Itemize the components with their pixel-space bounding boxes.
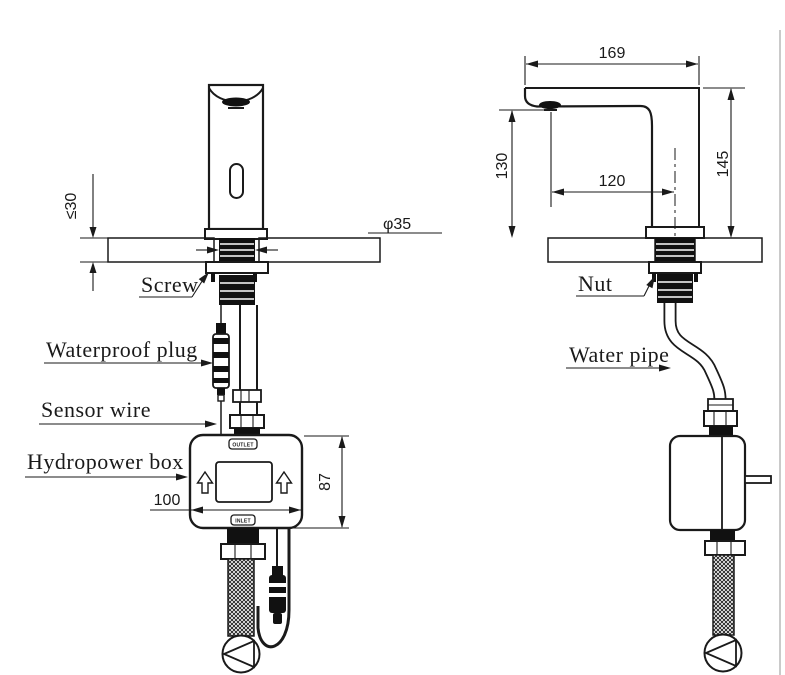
inlet-tag: INLET (235, 519, 250, 525)
sensor-window (229, 163, 244, 199)
mounting-hardware-front (205, 261, 269, 305)
hydropower-box-side (668, 434, 772, 532)
braided-hose-front (227, 558, 255, 637)
dim-hole-diameter: φ35 (368, 216, 442, 234)
hose-hex-nut-front (220, 543, 266, 560)
front-view: OUTLET INLET (25, 83, 442, 674)
svg-text:Screw: Screw (141, 272, 198, 297)
box-window (215, 461, 273, 503)
outlet-tag: OUTLET (232, 443, 253, 449)
box-handle (744, 475, 772, 484)
dim-text-spout-reach: 120 (599, 173, 626, 190)
dim-spout-length: 169 (524, 45, 700, 85)
dim-spout-reach: 120 (550, 112, 674, 207)
water-pipe-front (229, 305, 265, 436)
inlet-hose-front (220, 528, 266, 674)
inlet-hose-side (703, 530, 746, 673)
dim-text-overall-height: 145 (715, 151, 732, 178)
svg-text:Sensor wire: Sensor wire (41, 397, 151, 422)
dim-box-width: 100 (150, 492, 301, 514)
faucet-front (204, 83, 268, 240)
pipe-hex-nut-front (229, 414, 265, 429)
hydropower-box-front: OUTLET INLET (188, 433, 304, 530)
dim-text-counter-thickness: ≤30 (63, 193, 80, 220)
aerator-side (539, 101, 561, 109)
braided-hose-side (712, 554, 735, 636)
label-waterproof-plug: Waterproof plug (44, 337, 213, 367)
label-screw: Screw (139, 272, 209, 298)
side-view: 169 130 120 145 Nut (494, 45, 772, 673)
dim-counter-thickness: ≤30 (63, 174, 112, 291)
dim-text-box-height: 87 (317, 473, 334, 491)
dim-text-spout-height: 130 (494, 153, 511, 180)
dim-text-spout-length: 169 (599, 45, 626, 62)
svg-text:Nut: Nut (578, 271, 613, 296)
label-water-pipe: Water pipe (566, 342, 671, 372)
dim-text-box-width: 100 (154, 492, 181, 509)
flow-arrow-right (275, 470, 293, 494)
water-pipe-side (663, 303, 738, 436)
mounting-hardware-side (648, 238, 702, 303)
wire-loop-front (256, 528, 291, 649)
dim-box-height: 87 (292, 435, 349, 529)
dim-spout-height: 130 (494, 109, 547, 238)
lock-nut-side (657, 274, 693, 303)
flow-arrow-left (196, 470, 214, 494)
screw-left (211, 273, 215, 282)
dim-overall-height: 145 (703, 87, 745, 238)
sensor-wire-assembly (212, 305, 230, 435)
aerator-front (222, 97, 250, 107)
svg-text:Waterproof plug: Waterproof plug (46, 337, 198, 362)
label-hydropower-box: Hydropower box (25, 449, 188, 481)
dim-text-hole-diameter: φ35 (383, 216, 411, 233)
hose-hex-nut-side (704, 540, 746, 556)
pipe-hex-nut-side (703, 410, 738, 427)
faucet-side (523, 87, 705, 239)
svg-text:Water pipe: Water pipe (569, 342, 669, 367)
label-nut: Nut (576, 271, 655, 297)
lock-nut-front (219, 275, 255, 305)
svg-text:Hydropower box: Hydropower box (27, 449, 184, 474)
label-sensor-wire: Sensor wire (39, 397, 217, 428)
shank-front (196, 238, 278, 262)
